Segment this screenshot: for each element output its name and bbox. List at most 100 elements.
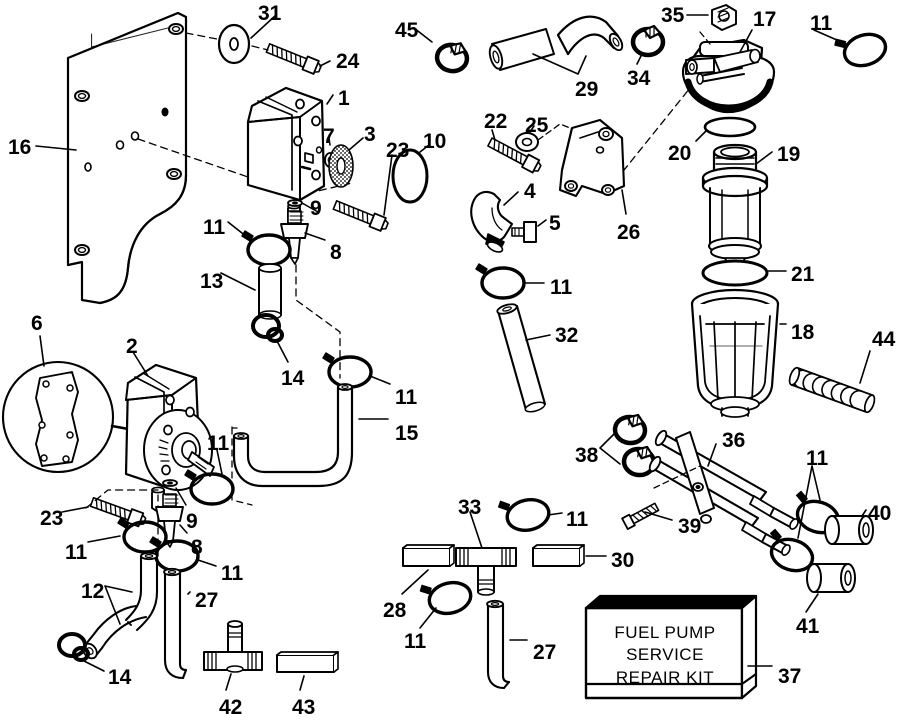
callout-24-screw: 24 [336, 50, 360, 73]
part-40-connector [824, 515, 874, 545]
part-42-tee-fitting [203, 620, 263, 673]
callout-14-spring-clamp-b: 14 [108, 666, 132, 689]
part-11-tie-strap-topright [831, 23, 892, 75]
part-27-hose-right [486, 599, 511, 690]
callout-25-washer: 25 [525, 114, 549, 137]
part-14-spring-clamp-lower [57, 632, 90, 662]
callout-9-washer-a: 9 [310, 197, 322, 220]
part-31-washer [217, 23, 251, 65]
callout-39-screw: 39 [678, 515, 702, 538]
callout-11-tie-strap-c: 11 [550, 276, 573, 299]
part-11-tie-strap-lower-33 [417, 572, 476, 621]
part-27-hose-left [163, 567, 188, 680]
part-9-washer-upper [287, 199, 303, 207]
part-9-washer-lower [162, 479, 178, 487]
callout-5-screw: 5 [549, 212, 561, 235]
callout-11-tie-strap-e: 11 [806, 447, 829, 470]
part-24-screw [264, 40, 324, 77]
callout-32-hose: 32 [555, 324, 579, 347]
callout-44-connector: 44 [872, 328, 896, 351]
part-11-tie-strap-15 [321, 351, 373, 389]
callout-42-tee-fitting: 42 [219, 696, 243, 719]
part-37-service-repair-kit [584, 594, 758, 700]
callout-11-tie-strap-b: 11 [203, 216, 226, 239]
part-45-worm-clamp [435, 40, 470, 74]
callout-30-hose: 30 [611, 549, 635, 572]
part-38-clamp-b [622, 444, 656, 477]
callout-2-fuel-pump-assembly: 2 [126, 335, 138, 358]
part-11-tie-strap-above-32 [474, 262, 526, 300]
part-18-filter-bowl [690, 288, 780, 418]
part-32-hose [496, 303, 547, 413]
callout-23-screw-b: 23 [40, 507, 64, 530]
callout-12-hoses: 12 [81, 580, 105, 603]
part-8-fitting-lower [155, 493, 184, 548]
callout-1-fuel-pump-body: 1 [338, 87, 350, 110]
callout-38-clamps: 38 [575, 444, 599, 467]
callout-20-o-ring: 20 [668, 142, 692, 165]
part-41-connector [806, 563, 856, 593]
part-43-hose [276, 651, 339, 673]
callout-26-bracket: 26 [617, 221, 641, 244]
part-4-lever [470, 190, 514, 253]
part-38-clamp-a [613, 412, 647, 445]
service-kit-box-text: FUEL PUMP SERVICE REPAIR KIT [598, 622, 732, 689]
kit-line-3: REPAIR KIT [615, 667, 715, 687]
part-3-screen-filter [328, 144, 354, 188]
part-35-nut [711, 4, 737, 31]
callout-15-hose: 15 [395, 422, 419, 445]
part-25-washer [515, 132, 539, 152]
callout-45-hose-clamp: 45 [395, 19, 419, 42]
callout-35-nut: 35 [661, 4, 685, 27]
part-12-hoses [82, 551, 159, 660]
callout-14-spring-clamp-a: 14 [281, 367, 305, 390]
part-33-tee-fitting [455, 547, 517, 596]
callout-9-washer-b: 9 [186, 510, 198, 533]
callout-16-mounting-bracket: 16 [8, 136, 32, 159]
callout-31-washer: 31 [258, 2, 282, 25]
callout-28-hose: 28 [383, 599, 407, 622]
part-26-bracket [558, 118, 626, 198]
part-20-o-ring [703, 116, 757, 138]
callout-4-lever: 4 [524, 180, 536, 203]
callout-7-washer: 7 [323, 125, 335, 148]
part-2-fuel-pump-assembly [124, 363, 215, 513]
part-10-o-ring [391, 148, 429, 204]
kit-line-2: SERVICE [626, 645, 704, 665]
callout-8-fitting-b: 8 [191, 536, 203, 559]
part-17-filter-cap [681, 38, 776, 114]
part-21-o-ring [701, 259, 769, 287]
callout-18-filter-bowl: 18 [791, 321, 815, 344]
part-15-hose [232, 383, 354, 488]
kit-line-1: FUEL PUMP [614, 623, 716, 642]
part-23-screw-upper [331, 197, 391, 234]
part-29-straight-hose [488, 28, 555, 71]
part-11-tie-strap-near-33 [495, 490, 554, 537]
callout-11-tie-strap-h: 11 [65, 541, 88, 564]
callout-10-o-ring: 10 [423, 130, 447, 153]
part-11-tie-strap-pump2 [183, 468, 235, 506]
part-36-fuel-rail [648, 429, 799, 556]
callout-27-hose-a: 27 [195, 589, 219, 612]
callout-8-fitting-a: 8 [330, 241, 342, 264]
part-6-gasket [1, 360, 115, 474]
callout-3-screen-filter: 3 [364, 123, 376, 146]
callout-11-tie-strap-d: 11 [395, 386, 418, 409]
callout-34-clamp: 34 [627, 67, 651, 90]
part-30-hose [532, 544, 585, 567]
callout-17-fuel-filter-cap: 17 [753, 8, 777, 31]
callout-22-screw: 22 [484, 110, 508, 133]
callout-27-hose-b: 27 [533, 641, 557, 664]
callout-37-service-repair-kit: 37 [778, 665, 802, 688]
part-44-connector [788, 366, 876, 414]
part-28-hose [402, 544, 455, 567]
callout-40-connector-a: 40 [868, 502, 892, 525]
callout-43-hose: 43 [292, 696, 316, 719]
callout-13-hose: 13 [200, 270, 224, 293]
callout-33-tee-fitting: 33 [458, 496, 482, 519]
part-39-screw [621, 502, 660, 530]
callout-21-o-ring: 21 [791, 263, 815, 286]
callout-6-gasket: 6 [31, 312, 43, 335]
